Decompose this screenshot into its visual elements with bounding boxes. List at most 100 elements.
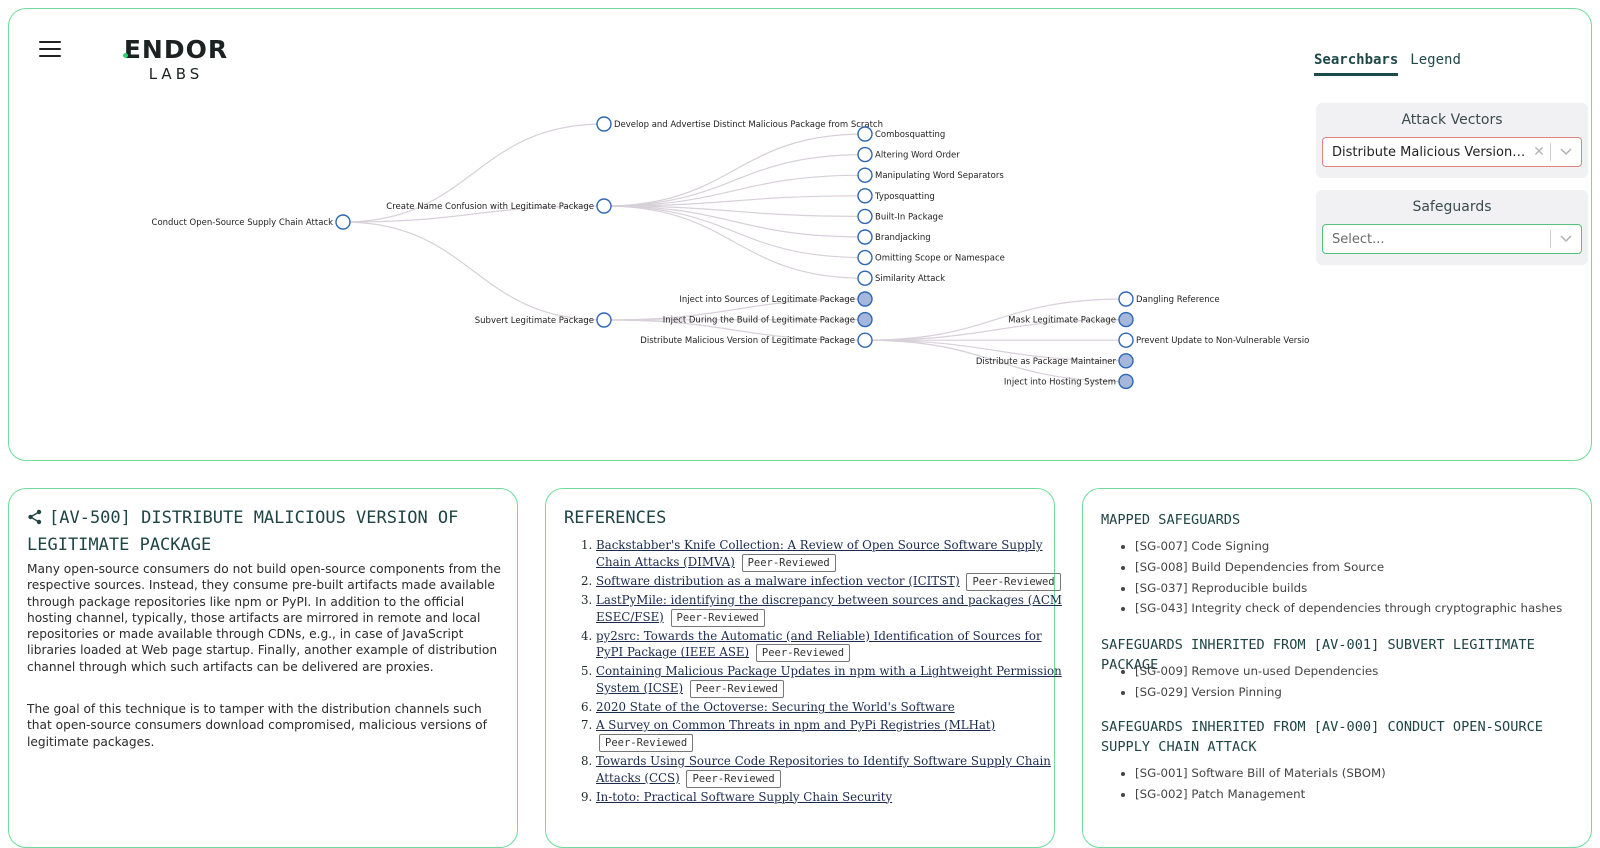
tree-node[interactable]: Develop and Advertise Distinct Malicious… bbox=[597, 117, 883, 131]
tree-node[interactable]: Distribute Malicious Version of Legitima… bbox=[640, 333, 872, 347]
tree-node-circle[interactable] bbox=[336, 215, 350, 229]
tree-node-circle[interactable] bbox=[858, 292, 872, 306]
tree-node-label: Typosquatting bbox=[874, 192, 935, 202]
safeguards-title: Safeguards bbox=[1316, 199, 1588, 215]
details-paragraph: The goal of this technique is to tamper … bbox=[27, 701, 503, 750]
reference-link[interactable]: Software distribution as a malware infec… bbox=[596, 574, 960, 588]
tree-node-label: Distribute as Package Maintainer bbox=[976, 357, 1117, 367]
tree-node-circle[interactable] bbox=[858, 189, 872, 203]
safeguards-placeholder: Select... bbox=[1323, 232, 1550, 247]
tree-link bbox=[604, 206, 865, 258]
attack-vectors-select[interactable]: Distribute Malicious Version of Legitima… bbox=[1322, 137, 1582, 167]
tree-node-circle[interactable] bbox=[1119, 374, 1133, 388]
reference-item: LastPyMile: identifying the discrepancy … bbox=[596, 592, 1062, 627]
safeguard-item[interactable]: [SG-043] Integrity check of dependencies… bbox=[1135, 598, 1600, 619]
tree-link bbox=[604, 134, 865, 206]
safeguard-item[interactable]: [SG-009] Remove un-used Dependencies bbox=[1135, 661, 1600, 682]
tree-node[interactable]: Distribute as Package Maintainer bbox=[976, 354, 1133, 368]
safeguard-item[interactable]: [SG-008] Build Dependencies from Source bbox=[1135, 557, 1600, 578]
safeguard-item[interactable]: [SG-037] Reproducible builds bbox=[1135, 578, 1600, 599]
tree-node-circle[interactable] bbox=[597, 117, 611, 131]
tab-legend[interactable]: Legend bbox=[1410, 52, 1461, 76]
tree-node-circle[interactable] bbox=[1119, 313, 1133, 327]
tree-node-circle[interactable] bbox=[858, 230, 872, 244]
tree-node[interactable]: Manipulating Word Separators bbox=[858, 168, 1004, 182]
tree-link bbox=[604, 206, 865, 278]
tree-node[interactable]: Inject into Hosting System bbox=[1004, 374, 1133, 388]
safeguard-item[interactable]: [SG-007] Code Signing bbox=[1135, 536, 1600, 557]
reference-item: A Survey on Common Threats in npm and Py… bbox=[596, 717, 1062, 752]
tree-node[interactable]: Subvert Legitimate Package bbox=[475, 313, 611, 327]
tree-node[interactable]: Brandjacking bbox=[858, 230, 931, 244]
chevron-down-icon[interactable] bbox=[1551, 146, 1581, 159]
tree-node-circle[interactable] bbox=[858, 333, 872, 347]
details-header: [AV-500] DISTRIBUTE MALICIOUS VERSION OF… bbox=[27, 506, 503, 558]
mapped-safeguards-title: MAPPED SAFEGUARDS bbox=[1101, 510, 1577, 530]
reference-link[interactable]: Towards Using Source Code Repositories t… bbox=[596, 754, 1051, 785]
inherited-safeguards-title: SAFEGUARDS INHERITED FROM [AV-000] CONDU… bbox=[1101, 717, 1577, 757]
mapped-safeguards-list: [SG-007] Code Signing[SG-008] Build Depe… bbox=[1101, 536, 1600, 619]
tree-node-circle[interactable] bbox=[858, 168, 872, 182]
tree-node-circle[interactable] bbox=[1119, 292, 1133, 306]
safeguards-filter: Safeguards Select... bbox=[1316, 190, 1588, 265]
reference-link[interactable]: In-toto: Practical Software Supply Chain… bbox=[596, 790, 892, 804]
peer-reviewed-badge: Peer-Reviewed bbox=[756, 644, 850, 662]
references-panel: REFERENCES Backstabber's Knife Collectio… bbox=[545, 488, 1055, 848]
tree-node[interactable]: Altering Word Order bbox=[858, 148, 960, 162]
tree-node-label: Inject into Hosting System bbox=[1004, 377, 1116, 387]
tree-node-circle[interactable] bbox=[597, 313, 611, 327]
tree-node-label: Inject into Sources of Legitimate Packag… bbox=[679, 295, 855, 305]
reference-link[interactable]: A Survey on Common Threats in npm and Py… bbox=[596, 718, 995, 732]
tree-node-circle[interactable] bbox=[858, 148, 872, 162]
tree-node-label: Built-In Package bbox=[875, 212, 943, 222]
reference-item: Software distribution as a malware infec… bbox=[596, 573, 1062, 591]
tree-node-label: Mask Legitimate Package bbox=[1008, 316, 1116, 326]
tree-node-circle[interactable] bbox=[858, 313, 872, 327]
tree-node[interactable]: Similarity Attack bbox=[858, 271, 945, 285]
tree-node-circle[interactable] bbox=[597, 199, 611, 213]
tree-node-circle[interactable] bbox=[1119, 354, 1133, 368]
tree-node[interactable]: Inject into Sources of Legitimate Packag… bbox=[679, 292, 872, 306]
tree-node-circle[interactable] bbox=[858, 271, 872, 285]
tree-node[interactable]: Conduct Open-Source Supply Chain Attack bbox=[152, 215, 350, 229]
tree-node-label: Inject During the Build of Legitimate Pa… bbox=[663, 316, 855, 326]
reference-link[interactable]: Containing Malicious Package Updates in … bbox=[596, 664, 1062, 695]
tab-searchbars[interactable]: Searchbars bbox=[1314, 52, 1398, 76]
attack-vectors-title: Attack Vectors bbox=[1316, 112, 1588, 128]
tree-node-circle[interactable] bbox=[858, 127, 872, 141]
tree-node-label: Altering Word Order bbox=[875, 151, 960, 161]
tree-node-circle[interactable] bbox=[858, 209, 872, 223]
share-icon[interactable] bbox=[27, 508, 43, 533]
tree-node[interactable]: Create Name Confusion with Legitimate Pa… bbox=[386, 199, 611, 213]
safeguard-item[interactable]: [SG-002] Patch Management bbox=[1135, 784, 1600, 805]
safeguards-select[interactable]: Select... bbox=[1322, 224, 1582, 254]
tree-node-circle[interactable] bbox=[858, 251, 872, 265]
references-title: REFERENCES bbox=[564, 506, 666, 531]
clear-icon[interactable]: ✕ bbox=[1528, 144, 1550, 160]
chevron-down-icon[interactable] bbox=[1551, 233, 1581, 246]
safeguard-item[interactable]: [SG-029] Version Pinning bbox=[1135, 682, 1600, 703]
reference-link[interactable]: LastPyMile: identifying the discrepancy … bbox=[596, 593, 1062, 624]
attack-tree-graph: Conduct Open-Source Supply Chain AttackD… bbox=[9, 9, 1309, 449]
tree-node[interactable]: Dangling Reference bbox=[1119, 292, 1220, 306]
reference-link[interactable]: 2020 State of the Octoverse: Securing th… bbox=[596, 700, 955, 714]
tree-node-circle[interactable] bbox=[1119, 333, 1133, 347]
tree-node[interactable]: Inject During the Build of Legitimate Pa… bbox=[663, 313, 872, 327]
tree-node[interactable]: Mask Legitimate Package bbox=[1008, 313, 1133, 327]
tree-node[interactable]: Built-In Package bbox=[858, 209, 943, 223]
reference-item: Containing Malicious Package Updates in … bbox=[596, 663, 1062, 698]
tree-node-label: Subvert Legitimate Package bbox=[475, 316, 594, 326]
attack-vector-details: [AV-500] DISTRIBUTE MALICIOUS VERSION OF… bbox=[8, 488, 518, 848]
tree-node-label: Distribute Malicious Version of Legitima… bbox=[640, 336, 855, 346]
safeguards-panel: MAPPED SAFEGUARDS [SG-007] Code Signing[… bbox=[1082, 488, 1592, 848]
tree-node[interactable]: Prevent Update to Non-Vulnerable Version bbox=[1119, 333, 1309, 347]
tree-link bbox=[604, 155, 865, 206]
tree-link bbox=[343, 222, 604, 320]
tree-node-label: Dangling Reference bbox=[1136, 295, 1220, 305]
safeguard-item[interactable]: [SG-001] Software Bill of Materials (SBO… bbox=[1135, 763, 1600, 784]
tree-node[interactable]: Typosquatting bbox=[858, 189, 935, 203]
reference-item: 2020 State of the Octoverse: Securing th… bbox=[596, 699, 1062, 716]
peer-reviewed-badge: Peer-Reviewed bbox=[690, 680, 784, 698]
tree-node[interactable]: Omitting Scope or Namespace bbox=[858, 251, 1005, 265]
tree-node-label: Brandjacking bbox=[875, 233, 931, 243]
